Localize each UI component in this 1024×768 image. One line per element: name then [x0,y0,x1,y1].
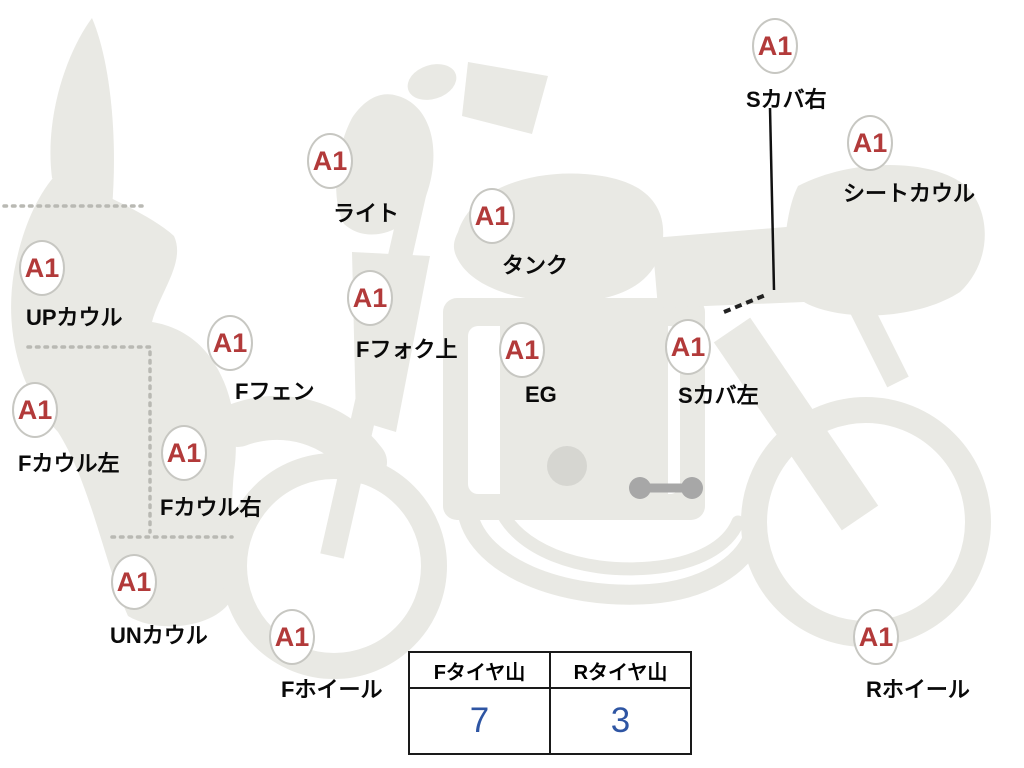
seat-base-shape [652,226,804,308]
part-label-f-fender: Fフェン [235,379,315,404]
part-label-light: ライト [333,201,400,226]
part-label-seat-cowl: シートカウル [843,181,976,206]
tire-tread-table: Fタイヤ山 Rタイヤ山 7 3 [408,651,692,755]
part-label-f-wheel: Fホイール [281,677,383,702]
part-label-tank: タンク [502,253,569,278]
grade-badge-s-cover-right: A1 [752,18,798,74]
headlight-shape [336,94,434,235]
rear-tire-header: Rタイヤ山 [549,651,692,689]
grade-badge-r-wheel: A1 [853,609,899,665]
part-label-f-cowl-left: Fカウル左 [18,451,120,476]
grade-badge-f-fork-upper: A1 [347,270,393,326]
part-label-up-cowl: UPカウル [26,305,123,330]
grade-badge-seat-cowl: A1 [847,115,893,171]
part-label-f-cowl-right: Fカウル右 [160,495,262,520]
front-fairing-shape [11,172,236,627]
windscreen-shape [50,18,114,208]
part-label-un-cowl: UNカウル [110,623,208,648]
grade-badge-up-cowl: A1 [19,240,65,296]
grade-badge-engine: A1 [499,322,545,378]
rear-tire-value: 3 [549,687,692,755]
grade-badge-f-fender: A1 [207,315,253,371]
part-label-s-cover-left: Sカバ左 [678,383,759,408]
grade-badge-f-cowl-right: A1 [161,425,207,481]
grade-badge-f-cowl-left: A1 [12,382,58,438]
mirror-shape [407,64,457,100]
s-cover-right-dashed-mark [723,292,769,314]
tail-cowl-shape [783,165,985,316]
engine-detail-circle [547,446,587,486]
part-label-f-fork-upper: Fフォク上 [356,337,458,362]
swingarm-shape [713,317,879,531]
exhaust-pipe-shape [458,505,764,605]
part-label-s-cover-right: Sカバ右 [746,87,827,112]
grade-badge-light: A1 [307,133,353,189]
exhaust-pipe2-shape [493,501,745,576]
pointer-line-s-cover-right [768,107,776,291]
handlebar-shape [462,62,548,134]
grade-badge-un-cowl: A1 [111,554,157,610]
grade-badge-f-wheel: A1 [269,609,315,665]
grade-badge-s-cover-left: A1 [665,319,711,375]
front-tire-header: Fタイヤ山 [408,651,551,689]
part-label-r-wheel: Rホイール [866,677,970,702]
front-wheel-shape [221,453,447,679]
grade-badge-tank: A1 [469,188,515,244]
kick-lever-shape [629,477,703,499]
part-label-engine: EG [525,382,557,407]
front-tire-value: 7 [408,687,551,755]
panel-dotted-lines [2,204,234,539]
